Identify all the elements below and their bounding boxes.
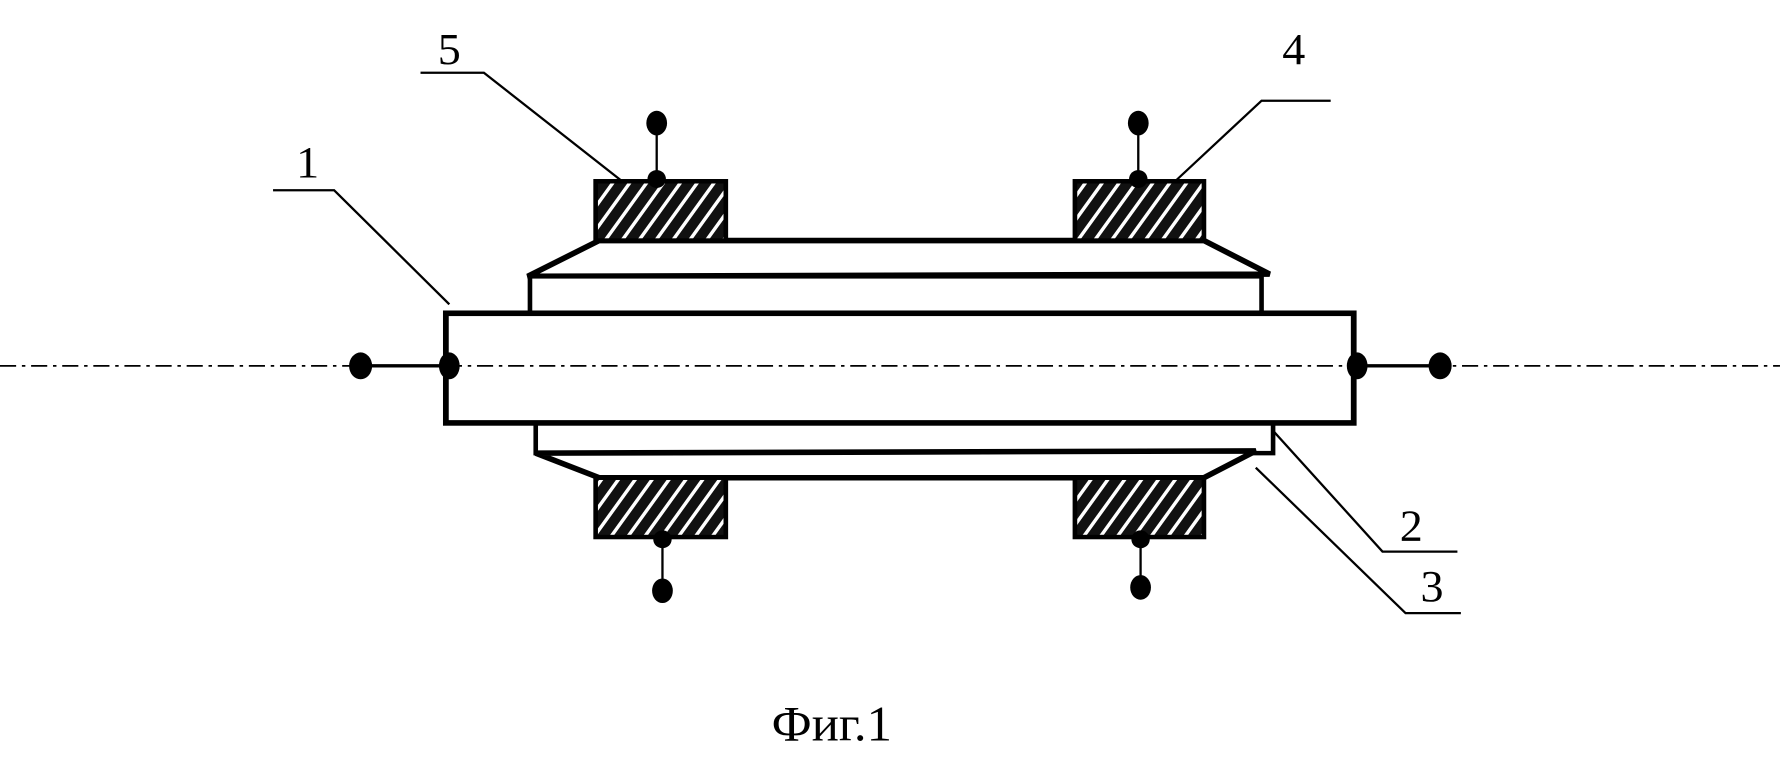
terminal-dot <box>439 352 460 379</box>
coil-upper-left <box>596 181 726 240</box>
lower-cone <box>536 451 1256 478</box>
label-3: 3 <box>1421 561 1444 610</box>
coil-lower-right <box>1075 478 1204 537</box>
label-2: 2 <box>1400 501 1423 550</box>
terminal-dot <box>1347 352 1368 379</box>
terminal-dot <box>1429 352 1452 379</box>
label-4: 4 <box>1282 24 1305 73</box>
coil-upper-right <box>1075 181 1204 240</box>
label-5: 5 <box>438 24 461 73</box>
terminal-dot <box>349 352 372 379</box>
coil-lower-left <box>596 478 726 537</box>
rod <box>446 313 1354 423</box>
label-1: 1 <box>296 137 319 186</box>
figure-caption: Фиг.1 <box>772 696 892 751</box>
upper-tube <box>530 276 1262 313</box>
upper-cone <box>528 241 1270 277</box>
